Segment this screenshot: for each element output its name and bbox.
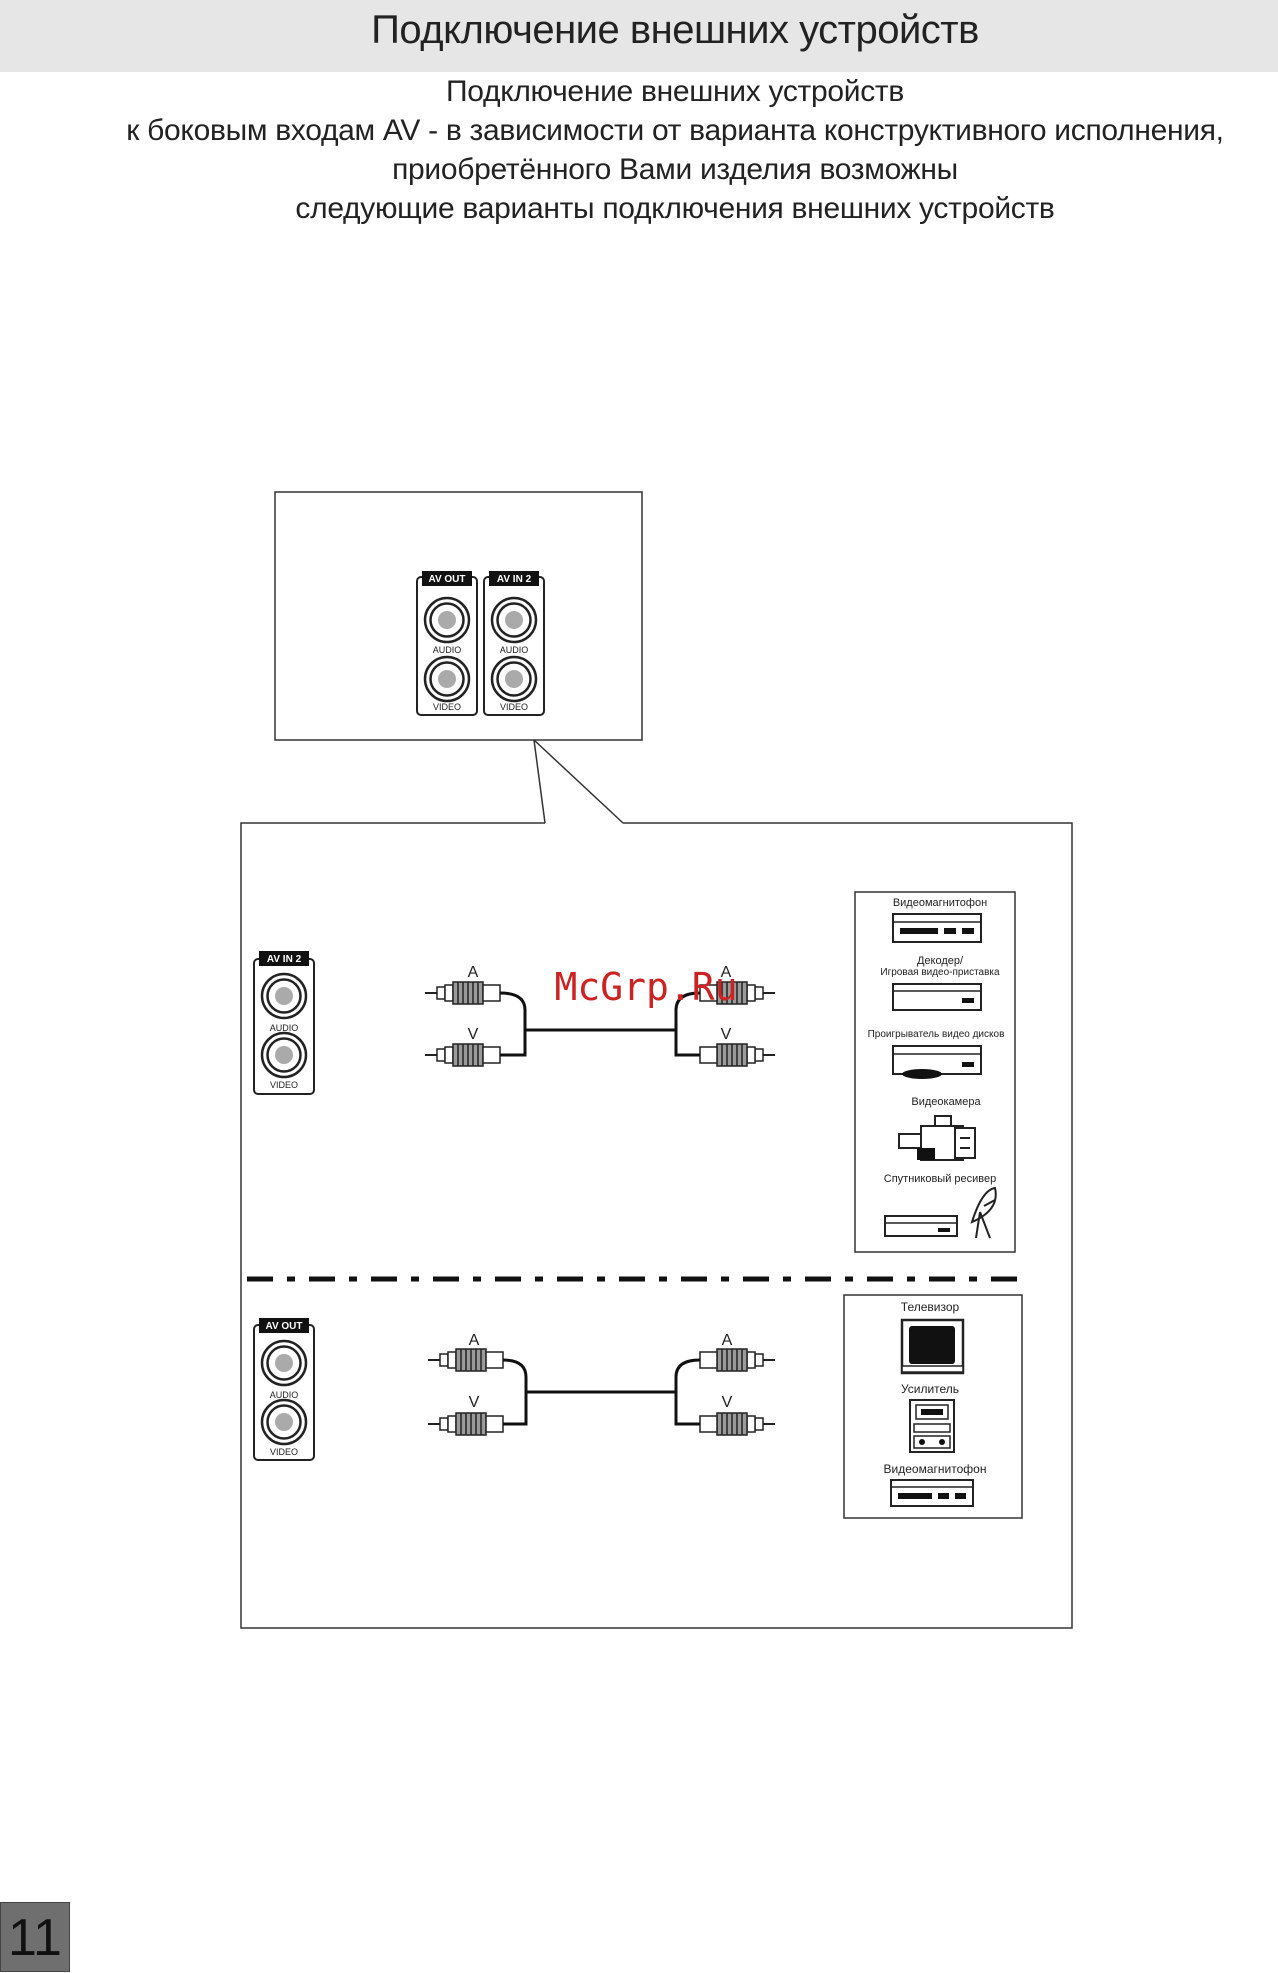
label-video: VIDEO — [270, 1447, 298, 1457]
page-number: 11 — [0, 1902, 70, 1972]
label-satellite: Спутниковый ресивер — [884, 1173, 997, 1185]
label-audio: AUDIO — [270, 1023, 299, 1033]
main-box — [240, 822, 1073, 1629]
plug-video-right — [700, 1413, 775, 1435]
label-audio: AUDIO — [270, 1390, 299, 1400]
tag-a: A — [468, 964, 479, 981]
dvd-player-icon — [892, 1045, 982, 1079]
audio-jack — [260, 972, 308, 1020]
satellite-receiver-icon — [884, 1215, 958, 1237]
cable-2: A V A V — [427, 1332, 775, 1436]
intro-text: Подключение внешних устройств к боковым … — [0, 72, 1278, 228]
tv-icon — [900, 1318, 965, 1375]
tag-v: V — [469, 1394, 480, 1411]
input-devices-box: Видеомагнитофон Декодер/ Игровая видео-п… — [854, 891, 1016, 1253]
label-av-out: AV OUT — [265, 1321, 302, 1332]
plug-video-left — [424, 1043, 501, 1067]
audio-jack — [260, 1339, 308, 1387]
vcr-icon — [890, 1479, 974, 1507]
label-audio: AUDIO — [500, 645, 529, 655]
watermark: McGrp.Ru — [554, 965, 737, 1009]
tag-v: V — [722, 1394, 733, 1411]
amplifier-icon — [909, 1399, 955, 1453]
tag-a: A — [469, 1332, 480, 1349]
label-decoder: Декодер/ — [917, 955, 964, 967]
output-devices-box: Телевизор Усилитель Видеомагнитофон — [843, 1294, 1023, 1519]
label-vcr: Видеомагнитофон — [893, 897, 987, 909]
label-amplifier: Усилитель — [901, 1382, 959, 1396]
tag-a: A — [721, 964, 732, 981]
label-tv: Телевизор — [901, 1300, 960, 1314]
tag-a: A — [722, 1332, 733, 1349]
plug-video-right — [700, 1044, 775, 1066]
audio-jack — [490, 596, 538, 644]
label-camcorder: Видеокамера — [911, 1096, 981, 1108]
label-av-in2: AV IN 2 — [497, 574, 532, 585]
plug-audio-right — [700, 1349, 775, 1371]
audio-jack — [423, 596, 471, 644]
intro-line: к боковым входам AV - в зависимости от в… — [126, 114, 1224, 147]
camcorder-icon — [898, 1115, 976, 1161]
intro-line: Подключение внешних устройств — [446, 75, 904, 108]
section-av-in2-panel: AV IN 2 AUDIO VIDEO — [253, 951, 315, 1095]
label-video: VIDEO — [270, 1080, 298, 1090]
closeup-av-out-panel: AV OUT AUDIO VIDEO — [416, 571, 478, 716]
video-jack — [260, 1398, 308, 1446]
plug-audio-left — [424, 981, 501, 1005]
intro-line: приобретённого Вами изделия возможны — [392, 153, 958, 186]
label-av-in2: AV IN 2 — [267, 954, 302, 965]
satellite-dish-icon — [970, 1186, 997, 1239]
cable-1: A V A V — [424, 964, 775, 1067]
label-video: VIDEO — [500, 702, 528, 712]
tag-v: V — [721, 1026, 732, 1043]
label-audio: AUDIO — [433, 645, 462, 655]
video-jack — [423, 655, 471, 703]
decoder-icon — [892, 983, 982, 1011]
plug-audio-left — [427, 1348, 504, 1372]
header-band — [0, 0, 1278, 72]
label-vcr: Видеомагнитофон — [884, 1462, 987, 1476]
section-av-out-panel: AV OUT AUDIO VIDEO — [253, 1318, 315, 1461]
label-game-console: Игровая видео-приставка — [880, 967, 1000, 978]
label-video: VIDEO — [433, 702, 461, 712]
tag-v: V — [468, 1026, 479, 1043]
label-av-out: AV OUT — [428, 574, 465, 585]
intro-line: следующие варианты подключения внешних у… — [295, 192, 1055, 225]
video-jack — [490, 655, 538, 703]
label-dvd: Проигрыватель видео дисков — [868, 1029, 1005, 1040]
video-jack — [260, 1031, 308, 1079]
vcr-icon — [892, 913, 982, 943]
page-title: Подключение внешних устройств — [371, 8, 979, 52]
plug-video-left — [427, 1412, 504, 1436]
closeup-av-in2-panel: AV IN 2 AUDIO VIDEO — [483, 571, 545, 716]
